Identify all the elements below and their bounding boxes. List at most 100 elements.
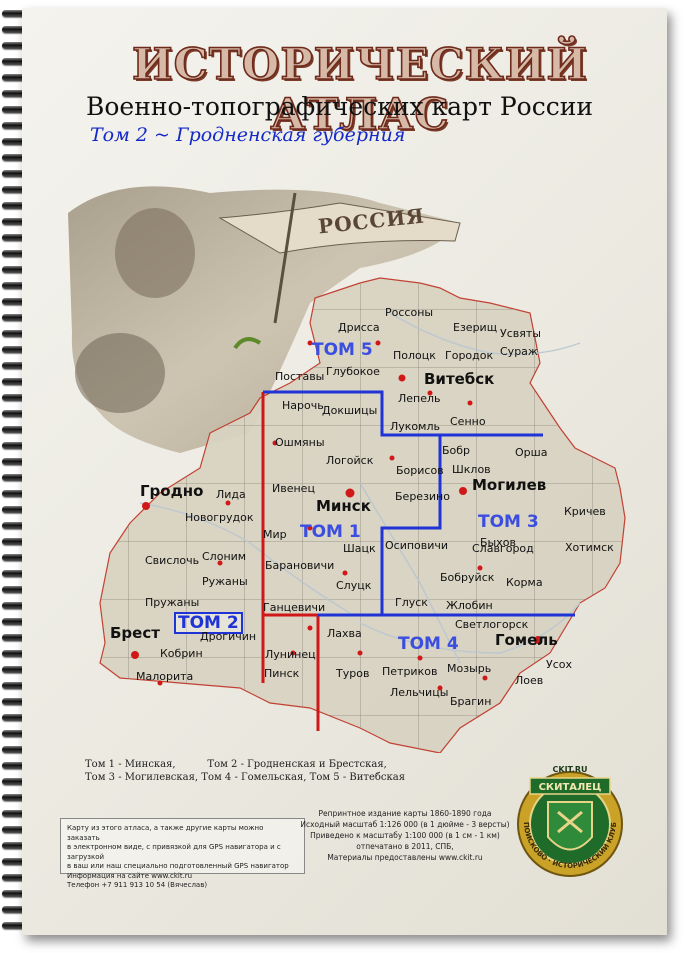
city-lepel: Лепель	[398, 392, 441, 405]
club-emblem: СКИТАЛЕЦ CKIT.RU ПОИСКОВО · ИСТОРИЧЕСКИЙ…	[510, 752, 630, 902]
city-slonim: Слоним	[202, 550, 247, 563]
city-mozyr: Мозырь	[447, 662, 492, 675]
city-orsha: Орша	[515, 446, 548, 459]
city-slavgorod: Славгород	[472, 542, 534, 555]
city-lida: Лида	[216, 488, 246, 501]
city-slutsk: Слуцк	[336, 579, 372, 592]
city-usokh: Усох	[546, 658, 572, 671]
spiral-ring	[2, 90, 38, 97]
atlas-subtitle: Военно-топографических карт России	[86, 92, 594, 121]
spiral-ring	[2, 762, 38, 769]
volume-borders-red	[261, 392, 320, 731]
city-drissa: Дрисса	[338, 321, 380, 334]
city-kobrin: Кобрин	[160, 647, 203, 660]
city-svetlogorsk: Светлогорск	[455, 618, 529, 631]
spiral-ring	[2, 682, 38, 689]
spiral-ring	[2, 778, 38, 785]
reprint-line-3: Приведено к масштабу 1:100 000 (в 1 см -…	[310, 831, 500, 840]
spiral-ring	[2, 922, 38, 929]
crossed-tools-icon	[557, 810, 583, 834]
rivers	[139, 312, 581, 664]
spiral-ring	[2, 106, 38, 113]
spiral-ring	[2, 858, 38, 865]
city-markers	[131, 340, 542, 691]
spiral-ring	[2, 426, 38, 433]
spiral-ring	[2, 874, 38, 881]
spiral-ring	[2, 746, 38, 753]
spiral-ring	[2, 122, 38, 129]
spiral-ring	[2, 282, 38, 289]
city-borisov: Борисов	[396, 464, 444, 477]
info-line-4: Информация на сайте www.ckit.ru	[67, 871, 193, 880]
volume-label-tom3: ТОМ 3	[478, 512, 539, 532]
city-dokshitsy: Докшицы	[322, 404, 378, 417]
spiral-ring	[2, 714, 38, 721]
spiral-ring	[2, 218, 38, 225]
city-shatsk: Шацк	[343, 542, 376, 555]
spiral-ring	[2, 58, 38, 65]
city-usvyaty: Усвяты	[500, 327, 541, 340]
spiral-ring	[2, 554, 38, 561]
spiral-ring	[2, 634, 38, 641]
spiral-ring	[2, 186, 38, 193]
spiral-ring	[2, 522, 38, 529]
spiral-ring	[2, 74, 38, 81]
spiral-ring	[2, 602, 38, 609]
spiral-ring	[2, 474, 38, 481]
legend-line-2: Том 3 - Могилевская, Том 4 - Гомельская,…	[85, 772, 405, 783]
spiral-ring	[2, 250, 38, 257]
spiral-ring	[2, 346, 38, 353]
city-luninets: Лунинец	[265, 648, 316, 661]
reprint-line-1: Репринтное издание карты 1860-1890 года	[318, 809, 492, 818]
city-mir: Мир	[263, 528, 287, 541]
city-gantsevichi: Ганцевичи	[263, 601, 326, 614]
volume-label-tom5: ТОМ 5	[312, 340, 373, 360]
city-gomel: Гомель	[495, 631, 558, 649]
city-zhlobin: Жлобин	[446, 599, 493, 612]
emblem-name: СКИТАЛЕЦ	[539, 782, 602, 793]
spiral-ring	[2, 666, 38, 673]
spiral-ring	[2, 490, 38, 497]
spiral-binding	[0, 10, 40, 940]
spiral-ring	[2, 842, 38, 849]
city-bobr: Бобр	[442, 444, 471, 457]
spiral-ring	[2, 362, 38, 369]
spiral-ring	[2, 394, 38, 401]
city-grodno: Гродно	[140, 482, 204, 500]
city-ezerishche: Езерищ	[453, 321, 498, 334]
city-brest: Брест	[110, 624, 160, 642]
city-lukoml: Лукомль	[390, 420, 440, 433]
city-minsk: Минск	[316, 497, 371, 515]
city-polotsk: Полоцк	[393, 349, 436, 362]
city-turov: Туров	[336, 667, 370, 680]
volume-title: Том 2 ~ Гродненская губерния	[90, 124, 406, 146]
city-baranovichi: Барановичи	[265, 559, 335, 572]
city-korma: Корма	[506, 576, 543, 589]
city-bobruisk: Бобруйск	[440, 571, 495, 584]
city-naroch: Нарочь	[282, 399, 324, 412]
city-novogrudok: Новогрудок	[185, 511, 254, 524]
order-info-box: Карту из этого атласа, а также другие ка…	[60, 818, 305, 889]
map-area: РОССИЯ ТОМ 5 ТОМ 1 ТОМ 3 ТОМ 4 ТОМ 2 Дри…	[60, 183, 680, 753]
city-bykhov: Быхов	[480, 536, 516, 549]
spiral-ring	[2, 138, 38, 145]
spiral-ring	[2, 42, 38, 49]
reprint-line-4: отпечатано в 2011, СПБ,	[356, 842, 454, 851]
legend-line-1: Том 1 - Минская, Том 2 - Гродненская и Б…	[85, 759, 387, 770]
city-malorita: Малорита	[136, 670, 194, 683]
spiral-ring	[2, 26, 38, 33]
atlas-title: ИСТОРИЧЕСКИЙ АТЛАС	[131, 39, 588, 141]
city-postavy: Поставы	[275, 370, 325, 383]
city-glubokoe: Глубокое	[326, 365, 380, 378]
spiral-ring	[2, 538, 38, 545]
spiral-ring	[2, 10, 38, 17]
emblem-site: CKIT.RU	[553, 765, 588, 774]
spiral-ring	[2, 730, 38, 737]
spiral-ring	[2, 698, 38, 705]
info-line-2: в электронном виде, с привязкой для GPS …	[67, 843, 281, 861]
spiral-ring	[2, 650, 38, 657]
reprint-line-2: Исходный масштаб 1:126 000 (в 1 дюйме - …	[300, 820, 510, 829]
spiral-ring	[2, 266, 38, 273]
spiral-ring	[2, 154, 38, 161]
spiral-ring	[2, 234, 38, 241]
